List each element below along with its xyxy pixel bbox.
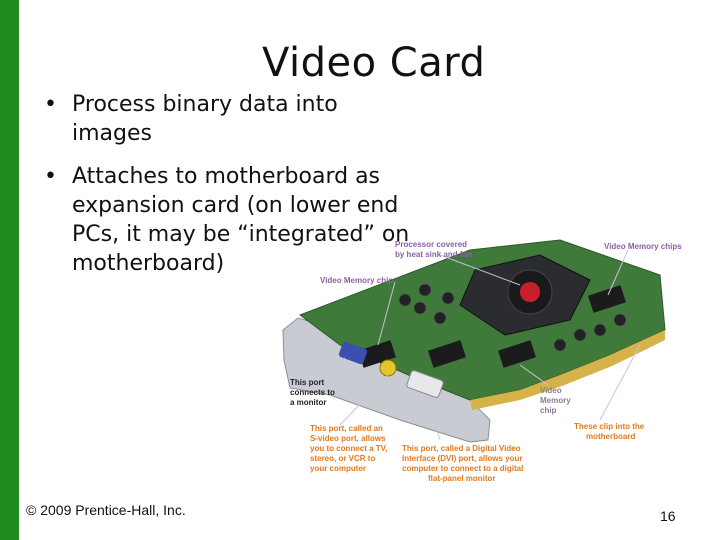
- memory-chip: [358, 340, 396, 368]
- bullet-list: • Process binary data into images • Attach…: [44, 90, 414, 292]
- callout-video-memory-chip: Video Memory chip: [320, 276, 393, 286]
- callout-text: stereo, or VCR to: [310, 454, 376, 463]
- accent-bar: [0, 0, 19, 540]
- svideo-port: [379, 359, 397, 377]
- callout-text: This port: [290, 378, 325, 387]
- copyright-footer: © 2009 Prentice-Hall, Inc.: [26, 502, 186, 518]
- callout-text: This port, called a Digital Video: [402, 444, 521, 453]
- callout-svideo-port: This port, called an S-video port, allow…: [310, 424, 388, 474]
- callout-text: Video Memory chip: [320, 276, 394, 285]
- callout-text: a monitor: [290, 398, 327, 407]
- callout-text: Video Memory chips: [604, 242, 682, 251]
- callout-text: flat-panel monitor: [428, 474, 496, 483]
- callout-processor: Processor covered by heat sink and fan: [395, 240, 472, 260]
- callout-clip: These clip into the motherboard: [574, 422, 644, 442]
- callout-text: These clip into the: [574, 422, 645, 431]
- callout-monitor-port: This port connects to a monitor: [290, 378, 335, 408]
- callout-text: by heat sink and fan: [395, 250, 472, 259]
- callout-dvi-port: This port, called a Digital Video Interf…: [402, 444, 523, 484]
- capacitors: [398, 283, 627, 352]
- bullet-item: • Process binary data into images: [44, 90, 414, 148]
- bullet-item: • Attaches to motherboard as expansion ca…: [44, 162, 414, 278]
- vga-port: [338, 341, 368, 365]
- callout-text: Processor covered: [395, 240, 468, 249]
- memory-chip: [498, 340, 536, 368]
- memory-chip: [428, 340, 466, 368]
- bullet-icon: •: [44, 92, 57, 117]
- memory-chip: [588, 285, 626, 313]
- callout-text: motherboard: [586, 432, 636, 441]
- bullet-text: Attaches to motherboard as expansion car…: [72, 164, 410, 276]
- callout-video-memory-chips: Video Memory chips: [604, 242, 682, 252]
- callout-text: connects to: [290, 388, 335, 397]
- callout-text: Video: [540, 386, 562, 395]
- dvi-port: [406, 370, 444, 398]
- card-gold-edge: [470, 330, 665, 410]
- bullet-icon: •: [44, 164, 57, 189]
- slide-title: Video Card: [262, 40, 486, 86]
- callout-text: chip: [540, 406, 557, 415]
- callout-text: Interface (DVI) port, allows your: [402, 454, 523, 463]
- callout-text: your computer: [310, 464, 367, 473]
- bullet-text: Process binary data into images: [72, 92, 338, 146]
- page-number: 16: [660, 508, 676, 524]
- callout-video-memory-chip-2: Video Memory chip: [540, 386, 571, 416]
- callout-text: This port, called an: [310, 424, 383, 433]
- callout-text: you to connect a TV,: [310, 444, 388, 453]
- callout-lines: [319, 249, 641, 441]
- callout-text: S-video port, allows: [310, 434, 386, 443]
- callout-text: computer to connect to a digital: [402, 464, 524, 473]
- processor-icon: [520, 282, 540, 302]
- callout-text: Memory: [540, 396, 571, 405]
